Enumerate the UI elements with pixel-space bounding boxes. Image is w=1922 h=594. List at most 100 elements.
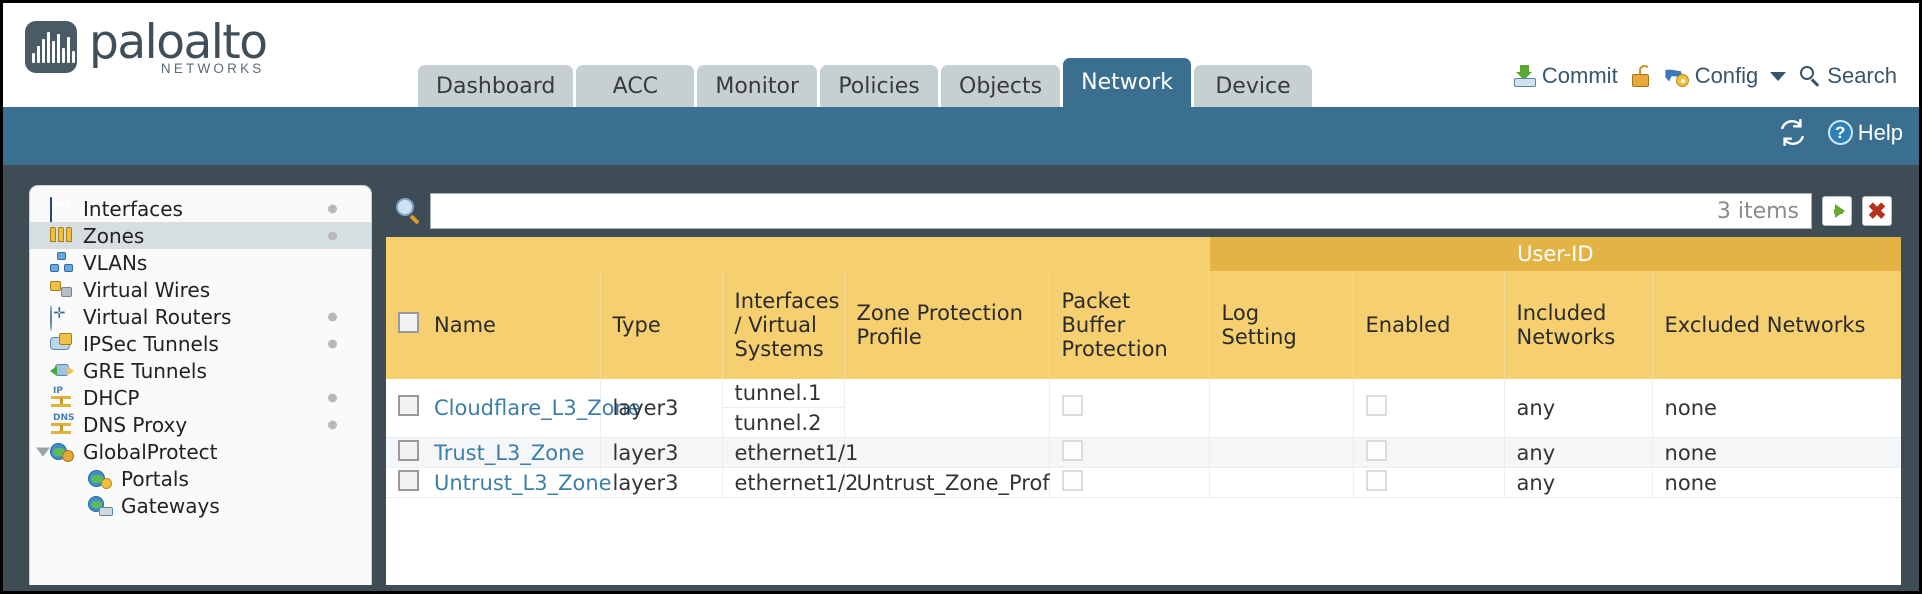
commit-button[interactable]: Commit (1513, 63, 1618, 89)
column-header-excluded-networks[interactable]: Excluded Networks (1652, 271, 1901, 379)
tab-dashboard[interactable]: Dashboard (418, 65, 574, 107)
expander-caret-icon[interactable] (36, 447, 50, 456)
gre-tunnels-icon (50, 360, 74, 381)
lock-button[interactable] (1631, 65, 1651, 87)
brand-text: paloalto NETWORKS (89, 19, 268, 76)
tab-objects[interactable]: Objects (941, 65, 1061, 107)
select-all-checkbox[interactable] (398, 312, 419, 333)
config-label: Config (1694, 63, 1759, 88)
zone-name-link[interactable]: Untrust_L3_Zone (434, 470, 612, 495)
packet-buffer-protection-checkbox[interactable] (1061, 439, 1083, 461)
group-header-row: User-ID (386, 237, 1901, 271)
sidebar-item-interfaces[interactable]: Interfaces (30, 195, 371, 223)
cell-log-setting (1209, 437, 1354, 468)
sidebar-item-label: Virtual Routers (83, 304, 232, 329)
paloalto-logo-mark (25, 21, 77, 74)
top-action-bar: Commit Config Search (1513, 63, 1897, 89)
paloalto-logo[interactable]: paloalto NETWORKS (25, 19, 268, 76)
row-select-cell (386, 437, 422, 468)
clear-filter-button[interactable]: ✖ (1862, 196, 1892, 226)
cell-type: layer3 (600, 379, 723, 438)
cell-packet-buffer-protection (1049, 467, 1210, 498)
sidebar-item-portals[interactable]: Portals (30, 465, 371, 492)
cell-log-setting (1209, 467, 1354, 498)
commit-label: Commit (1541, 63, 1618, 88)
dns-proxy-icon: DNS (50, 413, 75, 435)
cell-included-networks: any (1504, 437, 1653, 468)
interfaces-icon (50, 197, 74, 223)
filter-search-icon[interactable] (394, 196, 424, 226)
zone-name-link[interactable]: Trust_L3_Zone (434, 440, 585, 465)
config-wrench-gear-icon (1665, 65, 1689, 87)
cell-excluded-networks: none (1652, 379, 1901, 438)
cell-excluded-networks: none (1652, 437, 1901, 468)
tab-acc[interactable]: ACC (576, 65, 695, 107)
interface-entry: tunnel.2 (734, 410, 822, 435)
gateways-icon (88, 495, 113, 516)
group-spacer (386, 237, 1210, 271)
apply-filter-button[interactable] (1822, 196, 1852, 226)
cell-type: layer3 (600, 437, 723, 468)
row-checkbox[interactable] (398, 395, 419, 416)
zone-name-link[interactable]: Cloudflare_L3_Zone (434, 396, 641, 420)
sidebar-item-label: IPSec Tunnels (83, 331, 219, 356)
sidebar-item-gre-tunnels[interactable]: GRE Tunnels (30, 357, 371, 384)
column-header-log-setting[interactable]: Log Setting (1209, 271, 1354, 379)
padlock-icon (1631, 65, 1651, 87)
refresh-icon[interactable] (1779, 119, 1806, 146)
row-checkbox[interactable] (398, 439, 419, 461)
sidebar-item-ipsec-tunnels[interactable]: IPSec Tunnels (30, 330, 371, 357)
sidebar-item-vlans[interactable]: VLANs (30, 249, 371, 276)
dhcp-icon: IP (50, 386, 74, 408)
sidebar-item-label: Interfaces (83, 196, 183, 221)
search-button[interactable]: Search (1800, 63, 1897, 89)
sidebar-item-label: Portals (121, 466, 189, 491)
sidebar-item-gateways[interactable]: Gateways (30, 492, 371, 519)
sidebar-item-zones[interactable]: Zones (30, 222, 371, 249)
packet-buffer-protection-checkbox[interactable] (1061, 469, 1083, 491)
userid-enabled-checkbox[interactable] (1365, 395, 1387, 416)
column-header-name[interactable]: Name (422, 271, 601, 379)
userid-enabled-checkbox[interactable] (1365, 469, 1387, 491)
sidebar-item-virtual-wires[interactable]: Virtual Wires (30, 276, 371, 303)
packet-buffer-protection-checkbox[interactable] (1061, 395, 1083, 416)
tab-network[interactable]: Network (1063, 58, 1191, 107)
sub-header-band: ? Help (3, 107, 1919, 165)
userid-group-header: User-ID (1208, 237, 1901, 271)
tab-device[interactable]: Device (1193, 65, 1312, 107)
tab-monitor[interactable]: Monitor (697, 65, 817, 107)
cell-type: layer3 (600, 467, 723, 498)
cell-interfaces: ethernet1/2 (722, 467, 858, 498)
column-header-enabled[interactable]: Enabled (1353, 271, 1505, 379)
row-checkbox[interactable] (398, 469, 419, 491)
sidebar-item-globalprotect[interactable]: GlobalProtect (30, 438, 371, 465)
column-header-type[interactable]: Type (600, 271, 723, 379)
cell-name: Cloudflare_L3_Zone (422, 379, 641, 438)
ipsec-tunnels-icon (50, 333, 74, 354)
column-header-packet-buffer-protection[interactable]: Packet Buffer Protection (1049, 271, 1210, 379)
interface-entry: tunnel.1 (722, 379, 844, 408)
userid-enabled-checkbox[interactable] (1365, 439, 1387, 461)
help-button[interactable]: ? Help (1827, 120, 1903, 146)
status-dot (328, 312, 337, 321)
status-dot (328, 204, 337, 213)
config-menu[interactable]: Config (1665, 63, 1787, 89)
column-header-interfaces-virtual-systems[interactable]: Interfaces / Virtual Systems (722, 271, 845, 379)
column-header-included-networks[interactable]: Included Networks (1504, 271, 1653, 379)
sidebar-item-virtual-routers[interactable]: Virtual Routers (30, 303, 371, 331)
tab-policies[interactable]: Policies (820, 65, 938, 107)
column-header-zone-protection-profile[interactable]: Zone Protection Profile (844, 271, 1050, 379)
cell-included-networks: any (1504, 379, 1653, 438)
search-input[interactable]: 3 items (430, 193, 1812, 229)
